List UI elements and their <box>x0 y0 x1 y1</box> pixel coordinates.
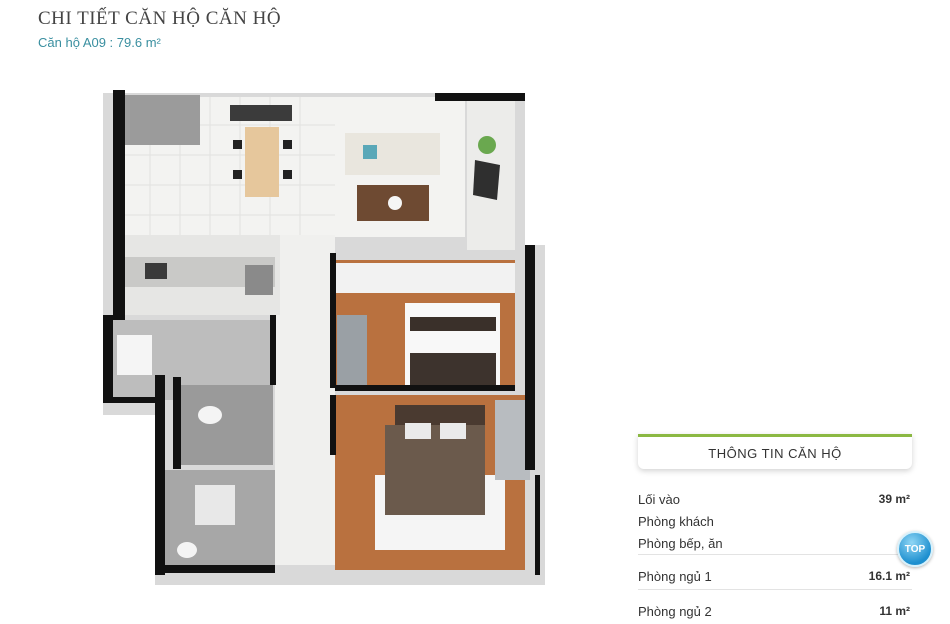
bedroom-1-wall <box>335 263 515 293</box>
chair-1 <box>233 140 242 149</box>
info-row-living-room: Phòng khách <box>638 510 912 532</box>
info-row-entrance: Lối vào 39 m² <box>638 488 912 510</box>
cushion <box>363 145 377 159</box>
scroll-top-label: TOP <box>904 543 926 555</box>
chair-2 <box>233 170 242 179</box>
tv-unit <box>230 105 292 121</box>
plant <box>478 136 496 154</box>
dining-table <box>245 127 279 197</box>
apartment-subtitle: Căn hộ A09 : 79.6 m² <box>38 35 161 50</box>
bed-2 <box>385 425 485 515</box>
bed-2-headboard <box>395 405 485 427</box>
stove <box>145 263 167 279</box>
info-row-label: Phòng ngủ 2 <box>638 603 712 619</box>
info-row-label: Lối vào <box>638 491 680 507</box>
info-row-label: Phòng khách <box>638 513 714 529</box>
bed-1-blanket <box>410 353 496 385</box>
info-row-value: 16.1 m² <box>868 569 910 583</box>
info-row-bedroom-2: Phòng ngủ 2 11 m² <box>638 598 912 624</box>
toilet-2 <box>177 542 197 558</box>
info-row-kitchen-dining: Phòng bếp, ăn <box>638 532 912 555</box>
wardrobe-1 <box>337 315 367 387</box>
toilet-1 <box>198 406 222 424</box>
sofa <box>345 133 440 175</box>
wardrobe-2 <box>495 400 530 480</box>
info-rows: Lối vào 39 m² Phòng khách Phòng bếp, ăn … <box>638 488 912 624</box>
info-row-value: 39 m² <box>878 492 910 506</box>
balcony-chair <box>473 160 500 200</box>
entry-cabinet <box>125 95 200 145</box>
pillow-2b <box>440 423 466 439</box>
fridge <box>245 265 273 295</box>
chair-3 <box>283 140 292 149</box>
info-panel-heading: THÔNG TIN CĂN HỘ <box>638 434 912 469</box>
info-row-label: Phòng bếp, ăn <box>638 535 723 551</box>
floorplan-image <box>103 90 545 585</box>
corridor-floor <box>275 235 335 565</box>
chair-4 <box>283 170 292 179</box>
info-row-value: 11 m² <box>879 604 910 618</box>
bed-1-blanket-top <box>410 317 496 331</box>
info-row-label: Phòng ngủ 1 <box>638 568 712 584</box>
washer <box>117 335 152 375</box>
apartment-info-panel: THÔNG TIN CĂN HỘ Lối vào 39 m² Phòng khá… <box>638 434 912 624</box>
pillow-2a <box>405 423 431 439</box>
page-title: CHI TIẾT CĂN HỘ CĂN HỘ <box>38 8 282 29</box>
walls <box>103 90 540 575</box>
bathroom-1 <box>173 385 273 465</box>
vase <box>388 196 402 210</box>
info-row-bedroom-1: Phòng ngủ 1 16.1 m² <box>638 563 912 590</box>
scroll-top-button[interactable]: TOP <box>897 531 933 567</box>
shower-2 <box>195 485 235 525</box>
